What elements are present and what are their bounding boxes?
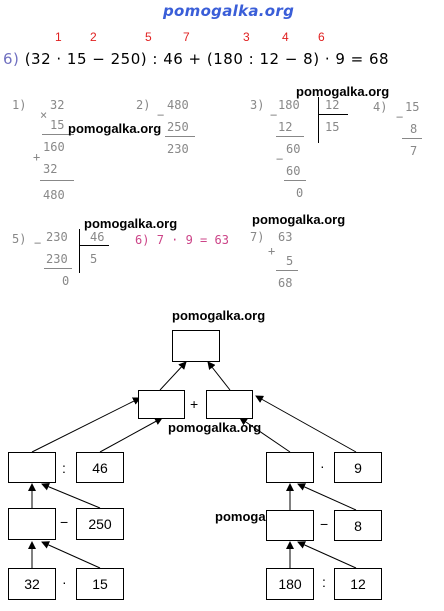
column-1-partial-1: 160	[43, 140, 65, 154]
column-3-remainder-1: 60	[286, 142, 301, 156]
column-5-divider	[79, 245, 109, 246]
tree-minus-1: −	[60, 514, 69, 530]
column-1-label: 1)	[12, 98, 27, 112]
tree-box-sum-left	[138, 390, 185, 419]
tree-box-46: 46	[76, 452, 124, 483]
tree-box-difference-1	[8, 508, 56, 540]
task-equation: 6) (32 · 15 − 250) : 46 + (180 : 12 − 8)…	[3, 50, 389, 68]
watermark: pomogalka.org	[172, 308, 266, 323]
column-7-op: +	[268, 244, 276, 258]
column-2-line	[165, 136, 195, 137]
order-number: 3	[243, 30, 250, 44]
tree-box-15: 15	[76, 568, 124, 600]
column-4-a: 15	[405, 100, 420, 114]
watermark: pomogalka.org	[84, 216, 178, 231]
column-1-partial-2: 32	[43, 162, 58, 176]
watermark: pomogalka.org	[168, 420, 262, 435]
column-3-line	[276, 136, 304, 137]
column-1-line	[42, 134, 74, 135]
column-6-text: 7 · 9 = 63	[156, 233, 229, 247]
column-5-line	[44, 268, 72, 269]
tree-box-32: 32	[8, 568, 56, 600]
column-7-result: 68	[278, 276, 293, 290]
tree-box-sum-right	[206, 390, 253, 419]
tree-minus-2: −	[320, 516, 329, 532]
column-5-divider	[79, 229, 80, 273]
column-3-remainder: 0	[296, 186, 304, 200]
column-2-b: 250	[167, 120, 189, 134]
tree-mul-2: ·	[320, 458, 325, 474]
column-7-line	[276, 270, 298, 271]
order-number: 6	[318, 30, 325, 44]
column-4-result: 7	[410, 144, 418, 158]
tree-box-180: 180	[266, 568, 314, 600]
column-4-b: 8	[410, 122, 418, 136]
column-5-remainder: 0	[62, 274, 70, 288]
watermark: pomogalka.org	[296, 84, 390, 99]
tree-box-result	[172, 330, 220, 362]
column-3-quotient: 15	[325, 120, 340, 134]
column-1-op2: +	[33, 150, 41, 164]
tree-box-difference-2	[266, 452, 314, 483]
tree-box-9: 9	[334, 452, 382, 483]
order-number: 5	[145, 30, 152, 44]
column-6-label: 6)	[135, 233, 150, 247]
task-expression: (32 · 15 − 250) : 46 + (180 : 12 − 8) · …	[24, 50, 390, 68]
order-number: 2	[90, 30, 97, 44]
column-3-line	[284, 180, 306, 181]
column-2-op: −	[157, 108, 165, 122]
column-3-sub-2: 60	[286, 164, 301, 178]
site-logo[interactable]: pomogalka.org	[163, 2, 295, 20]
column-1-result: 480	[43, 188, 65, 202]
column-3-divisor: 12	[325, 98, 340, 112]
column-3-dividend: 180	[278, 98, 300, 112]
column-2-result: 230	[167, 142, 189, 156]
watermark: pomogalka.org	[68, 121, 162, 136]
column-7-label: 7)	[250, 230, 265, 244]
column-5-divisor: 46	[90, 230, 105, 244]
tree-div-1: :	[62, 460, 66, 476]
column-7-b: 5	[286, 254, 294, 268]
column-3-divider	[318, 97, 319, 143]
column-1-factor-b: 15	[50, 118, 65, 132]
tree-box-12: 12	[334, 568, 382, 600]
column-5-dividend: 230	[46, 230, 68, 244]
column-4-op: −	[396, 110, 404, 124]
column-3-sub-1: 12	[278, 120, 293, 134]
watermark: pomogalka.org	[252, 212, 346, 227]
column-4-line	[402, 138, 422, 139]
tree-box-quotient	[8, 452, 56, 483]
tree-div-2: :	[322, 574, 326, 590]
tree-box-8: 8	[334, 510, 382, 541]
tree-box-250: 250	[76, 508, 124, 540]
column-3-label: 3)	[250, 98, 265, 112]
column-2-label: 2)	[136, 98, 151, 112]
column-5-op: −	[34, 236, 42, 250]
column-3-op: −	[270, 108, 278, 122]
order-number: 7	[183, 30, 190, 44]
column-5-quotient: 5	[90, 252, 98, 266]
column-7-a: 63	[278, 230, 293, 244]
tree-mul-1: ·	[62, 574, 67, 590]
column-3-divider	[318, 114, 348, 115]
column-1-factor-a: 32	[50, 98, 65, 112]
column-5-sub: 230	[46, 252, 68, 266]
column-3-op-2: −	[276, 152, 284, 166]
tree-box-quotient-2	[266, 510, 314, 541]
column-5-label: 5)	[12, 232, 27, 246]
column-4-label: 4)	[373, 100, 388, 114]
column-1-line	[40, 180, 74, 181]
tree-plus: +	[190, 396, 199, 412]
order-number: 4	[282, 30, 289, 44]
column-2-a: 480	[167, 98, 189, 112]
order-number: 1	[55, 30, 62, 44]
task-label: 6)	[3, 50, 20, 68]
column-6: 6) 7 · 9 = 63	[135, 233, 229, 247]
column-1-op: ×	[40, 108, 48, 122]
